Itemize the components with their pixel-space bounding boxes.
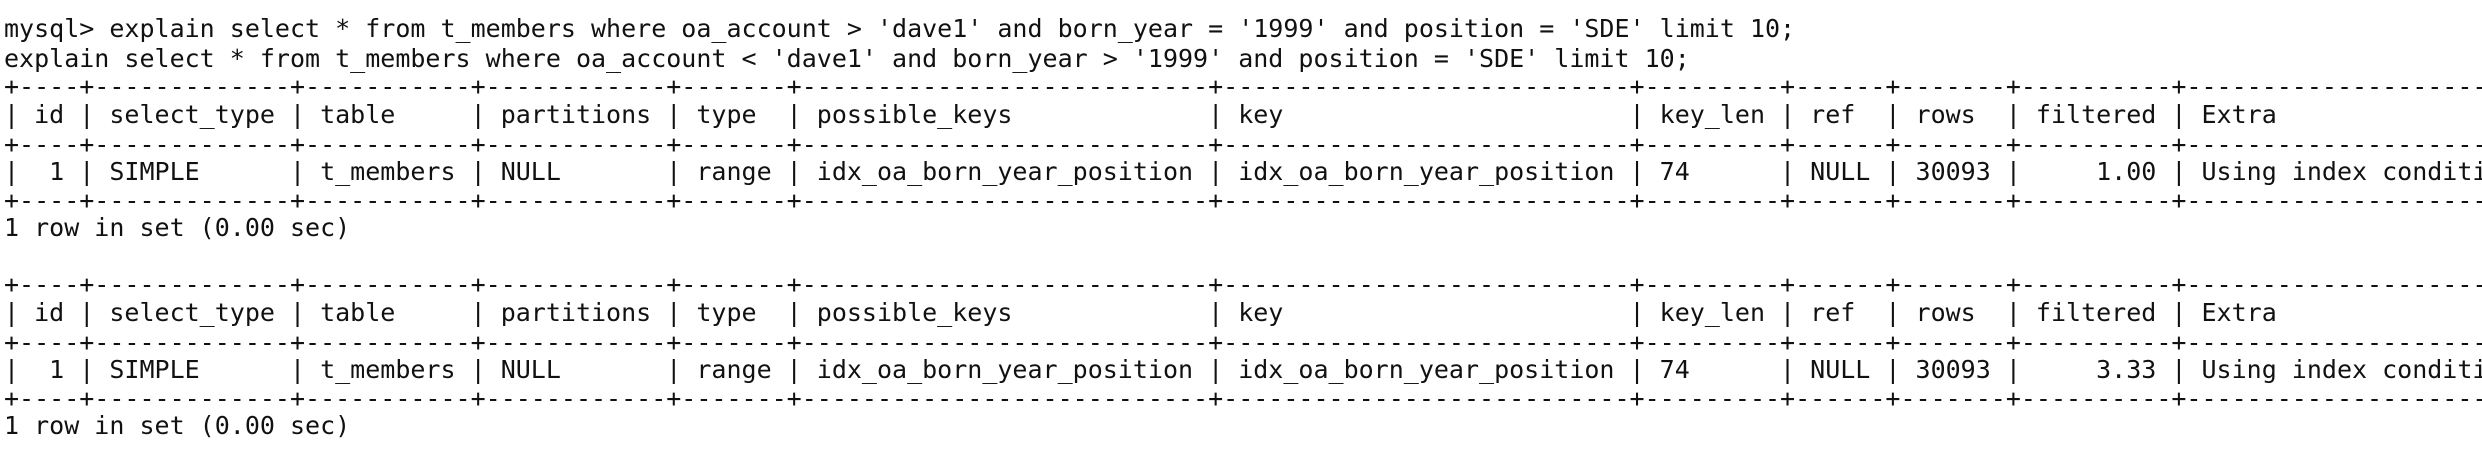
result-1-border-bottom: +----+-------------+-----------+--------… bbox=[4, 186, 2482, 215]
result-2-border-top: +----+-------------+-----------+--------… bbox=[4, 270, 2482, 299]
result-1-border-top: +----+-------------+-----------+--------… bbox=[4, 72, 2482, 101]
result-2-summary: 1 row in set (0.00 sec) bbox=[4, 411, 351, 440]
query-line-2: explain select * from t_members where oa… bbox=[4, 44, 1690, 73]
query-line-1: mysql> explain select * from t_members w… bbox=[4, 14, 1796, 43]
result-2-header-row: | id | select_type | table | partitions … bbox=[4, 298, 2482, 327]
result-1-header-row: | id | select_type | table | partitions … bbox=[4, 100, 2482, 129]
result-1-summary: 1 row in set (0.00 sec) bbox=[4, 213, 351, 242]
result-1-data-row: | 1 | SIMPLE | t_members | NULL | range … bbox=[4, 157, 2482, 186]
result-2-border-bottom: +----+-------------+-----------+--------… bbox=[4, 384, 2482, 413]
result-1-border-mid: +----+-------------+-----------+--------… bbox=[4, 130, 2482, 159]
result-2-data-row: | 1 | SIMPLE | t_members | NULL | range … bbox=[4, 355, 2482, 384]
result-2-border-mid: +----+-------------+-----------+--------… bbox=[4, 328, 2482, 357]
